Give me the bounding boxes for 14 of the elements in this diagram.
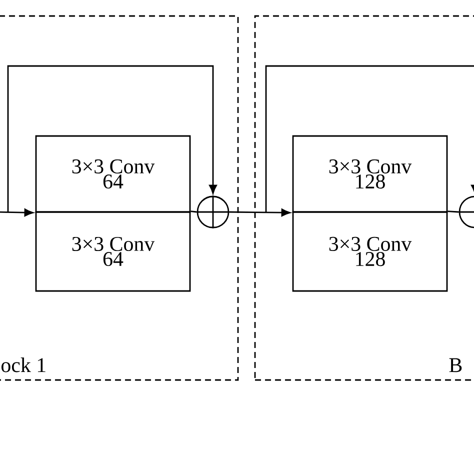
arrow xyxy=(229,208,290,216)
arrow xyxy=(0,208,34,216)
arrow xyxy=(7,65,217,212)
conv-box: 3×3 Conv 64 xyxy=(35,135,191,213)
arrow xyxy=(265,65,474,212)
conv-box: 3×3 Conv 64 xyxy=(35,211,191,292)
dashed-block xyxy=(0,15,239,381)
dashed-block xyxy=(254,15,474,381)
conv-box: 3×3 Conv 128 xyxy=(292,211,448,292)
sum-circle xyxy=(458,195,474,229)
sum-circle xyxy=(196,195,230,229)
block-label: ock 1 xyxy=(2,357,46,372)
block-label: B xyxy=(449,358,462,372)
conv-box: 3×3 Conv 128 xyxy=(292,135,448,213)
